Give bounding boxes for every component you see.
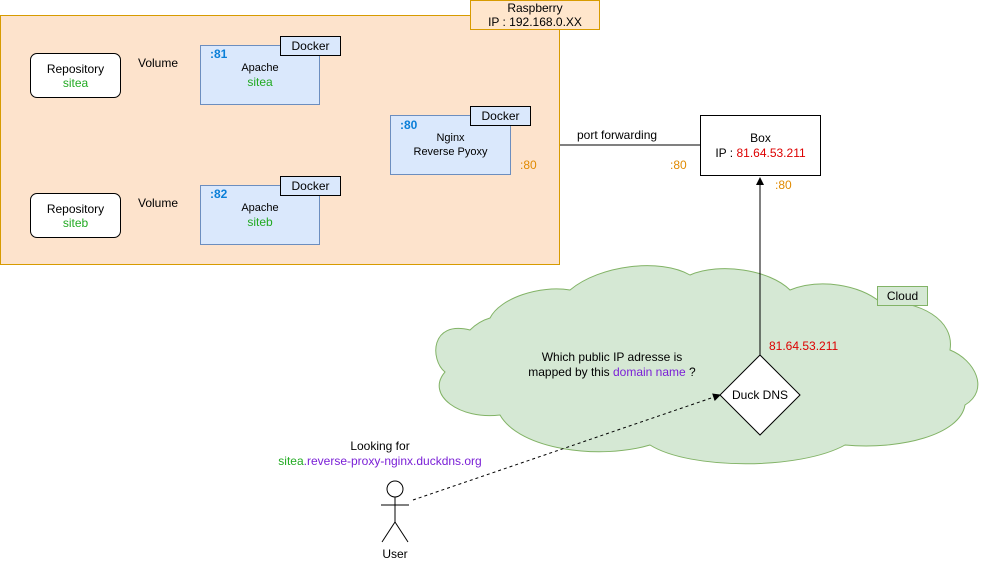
dns-question-highlight: domain name (612, 365, 686, 379)
dns-question-suffix: ? (685, 365, 696, 379)
apache-label: Apache (241, 202, 279, 214)
box-ip-line: IP : 81.64.53.211 (715, 146, 805, 161)
repository-label: Repository (46, 61, 105, 76)
user-icon (381, 480, 409, 543)
dns-question-line2: mapped by this domain name ? (528, 365, 695, 380)
port-forwarding-label: port forwarding (577, 128, 658, 142)
cloud-label: Cloud (877, 286, 928, 306)
cloud-shape (435, 265, 979, 465)
nginx-container: Nginx Reverse Pyoxy (390, 115, 511, 175)
raspberry-ip: IP : 192.168.0.XX (488, 15, 582, 29)
apache-b-port: :82 (210, 187, 228, 201)
raspberry-label: Raspberry IP : 192.168.0.XX (470, 0, 600, 30)
dns-question-prefix: mapped by this (528, 365, 613, 379)
user-query-subdomain: sitea (278, 454, 304, 468)
docker-tag-nginx: Docker (470, 106, 531, 126)
apache-a-port: :81 (210, 47, 228, 61)
raspberry-title: Raspberry (507, 1, 563, 15)
apache-site: siteb (247, 215, 273, 229)
volume-label-a: Volume (138, 56, 179, 70)
repository-sitea: Repository sitea (30, 53, 121, 98)
dns-question-line1: Which public IP adresse is (541, 350, 683, 364)
box-ip-prefix: IP : (715, 145, 737, 160)
docker-tag-apache-a: Docker (280, 36, 341, 56)
docker-tag-apache-b: Docker (280, 176, 341, 196)
duck-dns-label: Duck DNS (731, 388, 788, 402)
user-query-domain: sitea.reverse-proxy-nginx.duckdns.org (278, 454, 481, 469)
nginx-port: :80 (400, 118, 418, 132)
repository-name: siteb (62, 215, 89, 230)
box-ip: 81.64.53.211 (736, 145, 806, 160)
user-to-dns-link (412, 393, 721, 501)
nginx-out-port: :80 (520, 158, 537, 172)
repository-label: Repository (46, 201, 105, 216)
duck-dns-diamond (719, 354, 801, 436)
user-query: Looking for sitea.reverse-proxy-nginx.du… (240, 439, 520, 469)
nginx-sublabel: Reverse Pyoxy (413, 146, 488, 158)
user-label: User (382, 547, 408, 561)
repository-siteb: Repository siteb (30, 193, 121, 238)
nginx-label: Nginx (436, 132, 465, 144)
apache-label: Apache (241, 62, 279, 74)
user-query-label: Looking for (350, 439, 410, 453)
box-in-port: :80 (670, 158, 687, 172)
dns-question: Which public IP adresse is mapped by thi… (500, 350, 724, 380)
repository-name: sitea (62, 75, 89, 90)
box-up-port: :80 (775, 178, 792, 192)
volume-label-b: Volume (138, 196, 179, 210)
box-router: Box IP : 81.64.53.211 (700, 115, 821, 176)
box-title: Box (750, 130, 771, 145)
apache-site: sitea (247, 75, 273, 89)
dns-ip: 81.64.53.211 (769, 339, 839, 353)
user-query-domain-name: .reverse-proxy-nginx.duckdns.org (303, 454, 482, 468)
